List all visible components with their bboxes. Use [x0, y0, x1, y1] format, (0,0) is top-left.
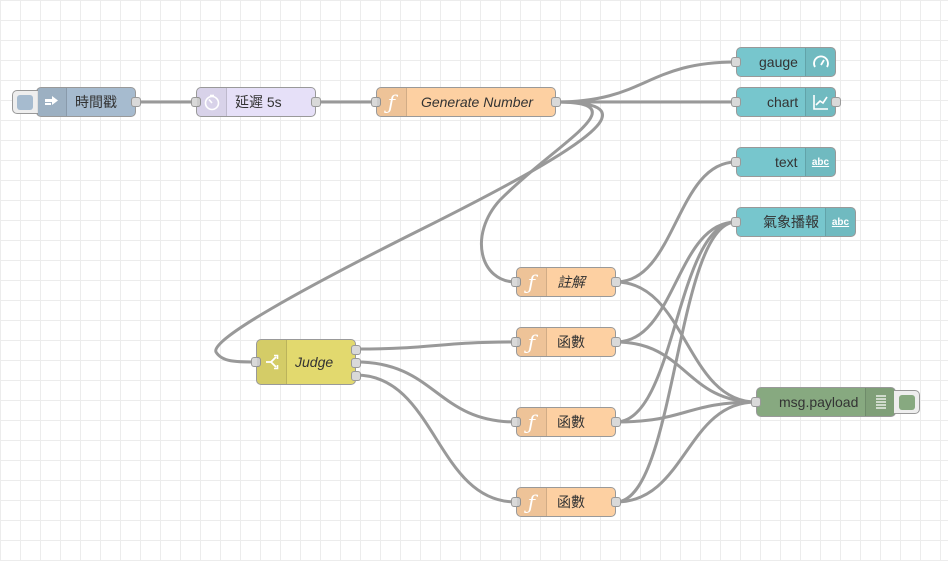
wire[interactable] — [615, 220, 737, 504]
wire[interactable] — [355, 373, 517, 504]
wire[interactable] — [214, 100, 604, 364]
wire[interactable] — [355, 360, 517, 424]
output-port[interactable] — [611, 337, 621, 347]
node-label: 函數 — [557, 494, 585, 510]
judge-switch-node[interactable]: Judge — [251, 339, 361, 385]
wire[interactable] — [479, 100, 594, 284]
output-port[interactable] — [311, 97, 321, 107]
input-port[interactable] — [371, 97, 381, 107]
function-icon: ƒ — [517, 488, 547, 516]
node-label: text — [775, 154, 798, 170]
output-port[interactable] — [551, 97, 561, 107]
wire[interactable] — [615, 220, 737, 424]
list-icon — [865, 388, 895, 416]
switch-icon — [257, 340, 287, 384]
chart-icon — [805, 88, 835, 116]
timer-icon — [197, 88, 227, 116]
node-label: msg.payload — [779, 394, 859, 410]
weather-report-node[interactable]: 氣象播報 abc — [731, 207, 856, 237]
node-label: 時間戳 — [75, 94, 117, 110]
node-label: chart — [767, 94, 799, 110]
wire[interactable] — [555, 60, 737, 104]
output-port[interactable] — [131, 97, 141, 107]
function-icon: ƒ — [377, 88, 407, 116]
wire[interactable] — [355, 340, 517, 351]
function-icon: ƒ — [517, 328, 547, 356]
inject-node[interactable]: 時間戳 — [12, 87, 141, 117]
output-port[interactable] — [611, 277, 621, 287]
output-port[interactable] — [351, 358, 361, 368]
input-port[interactable] — [731, 57, 741, 67]
node-label: 氣象播報 — [763, 214, 819, 230]
gauge-node[interactable]: gauge — [731, 47, 836, 77]
debug-node[interactable]: msg.payload — [751, 387, 920, 417]
wire[interactable] — [615, 280, 757, 404]
chart-node[interactable]: chart — [731, 87, 841, 117]
output-port[interactable] — [611, 497, 621, 507]
debug-toggle-button[interactable] — [894, 390, 920, 414]
node-label: 函數 — [557, 334, 585, 350]
input-port[interactable] — [731, 97, 741, 107]
function-icon: ƒ — [517, 408, 547, 436]
text-node[interactable]: text abc — [731, 147, 836, 177]
inject-button[interactable] — [12, 90, 38, 114]
wire[interactable] — [615, 400, 757, 504]
wire[interactable] — [615, 400, 757, 424]
arrow-in-icon — [37, 88, 67, 116]
function-node[interactable]: ƒ 函數 — [511, 327, 621, 357]
input-port[interactable] — [511, 417, 521, 427]
function-icon: ƒ — [517, 268, 547, 296]
delay-node[interactable]: 延遲 5s — [191, 87, 321, 117]
node-label: Generate Number — [420, 94, 534, 110]
gauge-icon — [805, 48, 835, 76]
input-port[interactable] — [511, 277, 521, 287]
node-label: 函數 — [557, 414, 585, 430]
input-port[interactable] — [731, 157, 741, 167]
input-port[interactable] — [511, 497, 521, 507]
wire[interactable] — [615, 160, 737, 284]
input-port[interactable] — [511, 337, 521, 347]
input-port[interactable] — [251, 357, 261, 367]
node-label: Judge — [295, 354, 334, 370]
abc-icon: abc — [825, 208, 855, 236]
function-node[interactable]: ƒ 函數 — [511, 487, 621, 517]
output-port[interactable] — [351, 345, 361, 355]
input-port[interactable] — [731, 217, 741, 227]
generate-number-node[interactable]: ƒ Generate Number — [371, 87, 561, 117]
output-port[interactable] — [611, 417, 621, 427]
node-label: 註解 — [557, 274, 585, 290]
function-node[interactable]: ƒ 函數 — [511, 407, 621, 437]
node-label: 延遲 5s — [235, 94, 282, 110]
wire[interactable] — [615, 340, 757, 404]
comment-function-node[interactable]: ƒ 註解 — [511, 267, 621, 297]
input-port[interactable] — [191, 97, 201, 107]
output-port[interactable] — [351, 371, 361, 381]
output-port[interactable] — [831, 97, 841, 107]
abc-icon: abc — [805, 148, 835, 176]
node-label: gauge — [759, 54, 798, 70]
wire[interactable] — [615, 220, 737, 344]
input-port[interactable] — [751, 397, 761, 407]
